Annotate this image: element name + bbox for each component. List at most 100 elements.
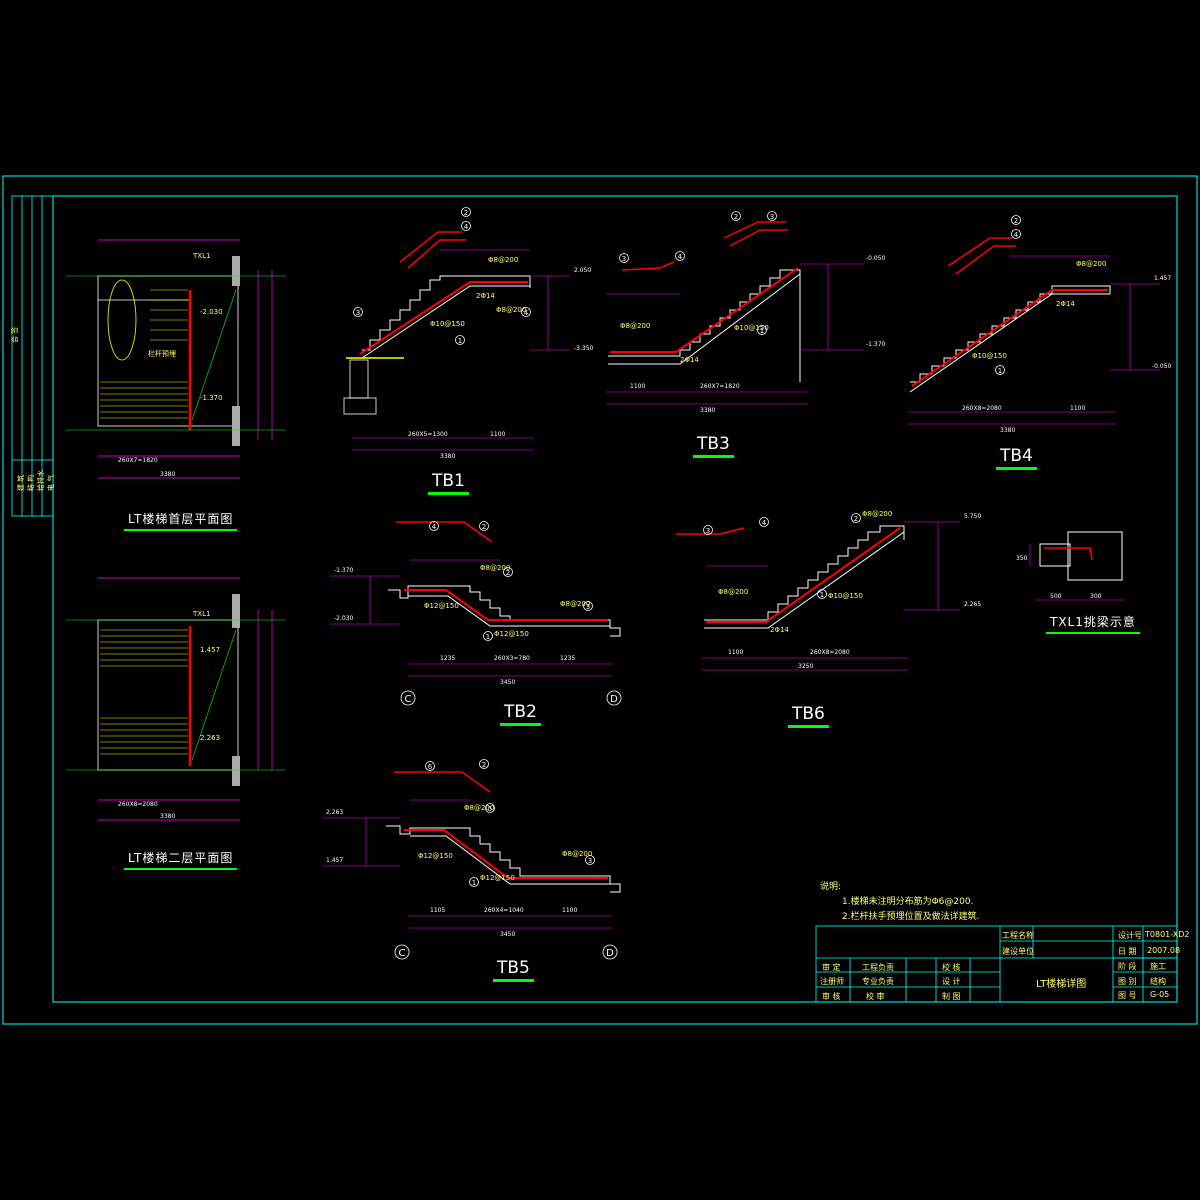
section-tb4: 1.457 -0.050 260X8=2080 1100 3380 Φ10@15… (908, 215, 1172, 434)
plan-second-level1: 1.457 (200, 646, 220, 654)
svg-text:3: 3 (770, 213, 774, 221)
outer-frame (2, 175, 1198, 1025)
title-tb3: TB3 (693, 434, 734, 458)
plan-ground-level1: -2.030 (200, 308, 223, 316)
strip-label-e: 电 气 (46, 475, 55, 491)
tb2-level-bottom: -2.030 (334, 615, 354, 622)
txl-dim-h: 350 (1016, 555, 1028, 562)
title-tb6: TB6 (788, 704, 829, 728)
tb3-rebar-r3: 2Φ14 (680, 356, 699, 364)
tb1-level-top: 2.050 (574, 267, 591, 274)
svg-text:2: 2 (464, 209, 468, 217)
svg-text:4: 4 (1014, 231, 1019, 239)
svg-text:1: 1 (458, 337, 462, 345)
svg-text:2: 2 (506, 569, 510, 577)
svg-text:1: 1 (486, 633, 490, 641)
title-block-grid (815, 925, 1178, 1003)
section-txl1: 500 300 350 (1016, 531, 1124, 601)
tb-date-label: 日 期 (1118, 947, 1137, 956)
tb1-level-bottom: -3.350 (574, 345, 594, 352)
tb5-rebar-r2: Φ8@200 (464, 804, 494, 812)
tb3-level-top: -0.050 (866, 255, 886, 262)
tb5-grid-c: C (399, 948, 406, 959)
tb5-rebar-r4: Φ12@150 (418, 852, 453, 860)
svg-text:2: 2 (1014, 217, 1018, 225)
tb6-dim-run: 260X8=2080 (810, 649, 850, 656)
txl-dim-w1: 500 (1050, 593, 1062, 600)
tb4-rebar-r2: Φ8@200 (1076, 260, 1106, 268)
plan-ground: TXL1 -2.030 -1.370 栏杆预埋 260X7=1820 3380 (66, 239, 286, 479)
tb5-rebar-r2b: Φ8@200 (562, 850, 592, 858)
tb6-dim-total: 3250 (798, 663, 813, 670)
tb5-level-top: 2.263 (326, 809, 343, 816)
tb-date: 2007.08 (1147, 946, 1181, 955)
svg-text:1: 1 (472, 879, 476, 887)
tb5-dim-total: 3450 (500, 931, 515, 938)
tb5-dim-right: 1100 (562, 907, 577, 914)
plan-ground-sill: 栏杆预埋 (148, 349, 176, 358)
tb3-level-bottom: -1.370 (866, 341, 886, 348)
tb-discipline: 结构 (1150, 977, 1166, 986)
txl-dim-w2: 300 (1090, 593, 1102, 600)
tb6-rebar-r2b: Φ8@200 (718, 588, 748, 596)
tb-sheet-label: 图 号 (1118, 991, 1137, 1000)
svg-text:3: 3 (586, 603, 590, 611)
tb2-rebar-r2: Φ8@200 (480, 564, 510, 572)
tb2-dim-total: 3450 (500, 679, 515, 686)
section-tb2: -1.370 -2.030 1235 260X3=780 1235 3450 Φ… (330, 521, 622, 706)
title-txl1: TXL1挑梁示意 (1046, 615, 1140, 634)
svg-text:1: 1 (760, 327, 764, 335)
svg-text:3: 3 (588, 857, 592, 865)
tb6-dim-land: 1100 (728, 649, 743, 656)
plan-second-total: 3380 (160, 813, 175, 820)
tb3-dim-total: 3380 (700, 407, 715, 414)
tb6-rebar-r3: 2Φ14 (770, 626, 789, 634)
tb-r3c2: 校 审 (866, 992, 885, 1001)
tb1-dim-total: 3380 (440, 453, 455, 460)
svg-text:1: 1 (820, 591, 824, 599)
tb5-rebar-r4b: Φ12@150 (480, 874, 515, 882)
notes-heading: 说明: (820, 882, 842, 892)
notes: 说明: 1.楼梯未注明分布筋为Φ6@200. 2.栏杆扶手预埋位置及做法详建筑. (820, 880, 979, 925)
tb-r1c3: 校 核 (942, 963, 961, 972)
inner-frame (52, 195, 1178, 1003)
svg-text:3: 3 (622, 255, 626, 263)
svg-text:2: 2 (482, 761, 486, 769)
tb2-level-top: -1.370 (334, 567, 354, 574)
tb5-dim-run: 260X4=1040 (484, 907, 524, 914)
plan-second-run: 260X8=2080 (118, 801, 158, 808)
svg-text:6: 6 (428, 763, 433, 771)
section-tb6: 5.750 2.265 1100 260X8=2080 3250 Φ10@150… (676, 510, 981, 671)
svg-text:2: 2 (854, 515, 858, 523)
tb5-dim-left: 1105 (430, 907, 445, 914)
tb5-level-bottom: 1.457 (326, 857, 343, 864)
tb2-dim-run: 260X3=780 (494, 655, 530, 662)
tb4-level-bottom: -0.050 (1152, 363, 1172, 370)
tb-r2c2: 专业负责 (862, 977, 894, 986)
strip-label-c: 结 构 (26, 475, 35, 491)
tb3-rebar-r1: Φ10@150 (734, 324, 769, 332)
tb1-rebar-r2b: Φ8@200 (496, 306, 526, 314)
strip-label-b: 建 筑 (16, 475, 25, 491)
tb4-dim-total: 3380 (1000, 427, 1015, 434)
tb-r1c2: 工程负责 (862, 963, 894, 972)
title-plan-ground: LT楼梯首层平面图 (123, 512, 238, 531)
tb4-level-top: 1.457 (1154, 275, 1171, 282)
tb3-rebar-r2: Φ8@200 (620, 322, 650, 330)
svg-text:3: 3 (706, 527, 710, 535)
title-tb5: TB5 (493, 958, 534, 982)
tb-r3c1: 审 核 (822, 992, 841, 1001)
title-tb2: TB2 (500, 702, 541, 726)
plan-ground-run: 260X7=1820 (118, 457, 158, 464)
tb1-dim-run: 260X5=1300 (408, 431, 448, 438)
tb-stage: 施工 (1150, 962, 1166, 971)
tb4-rebar-r3: 2Φ14 (1056, 300, 1075, 308)
svg-text:2: 2 (482, 523, 486, 531)
tb1-rebar-r2: Φ8@200 (488, 256, 518, 264)
tb2-dim-right: 1235 (560, 655, 575, 662)
tb-drawing-title: LT楼梯详图 (1036, 979, 1087, 990)
strip-label-a: 会 签 (10, 327, 19, 343)
tb-discipline-label: 图 别 (1118, 977, 1137, 986)
tb2-rebar-r2b: Φ8@200 (560, 600, 590, 608)
